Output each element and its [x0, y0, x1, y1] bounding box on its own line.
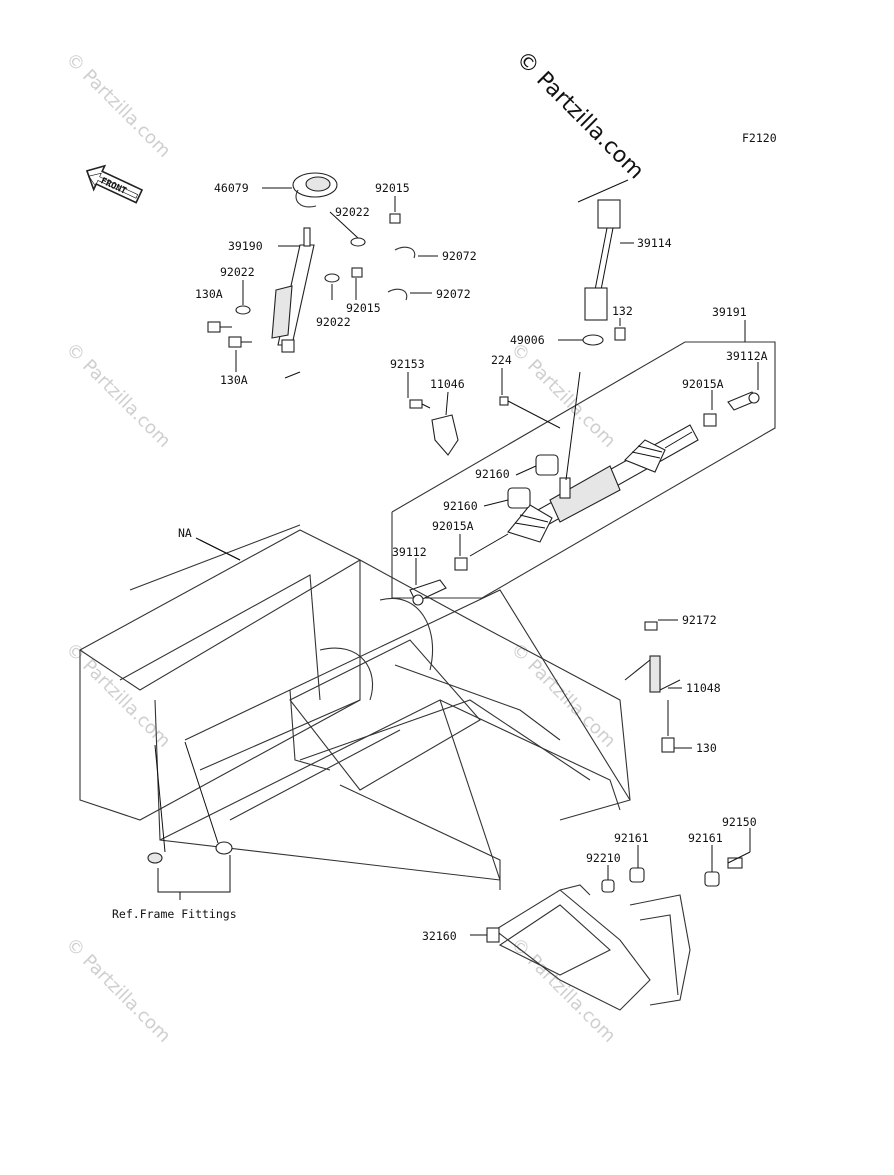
- watermark-faint: © Partzilla.com: [61, 49, 174, 162]
- label-46079: 46079: [214, 181, 249, 195]
- label-49006: 49006: [510, 333, 545, 347]
- watermark-main: © Partzilla.com: [511, 47, 649, 185]
- part-labels: 46079 39190 92022 92015 92072 92072 9202…: [112, 181, 768, 943]
- steering-column-group: [207, 172, 416, 379]
- label-224: 224: [491, 353, 512, 367]
- label-39190: 39190: [228, 239, 263, 253]
- label-92015A: 92015A: [432, 519, 474, 533]
- intermediate-shaft-group: [577, 179, 629, 346]
- label-92015A: 92015A: [682, 377, 724, 391]
- label-132: 132: [612, 304, 633, 318]
- label-92161: 92161: [688, 831, 723, 845]
- label-92160: 92160: [475, 467, 510, 481]
- label-92150: 92150: [722, 815, 757, 829]
- watermark-faint: © Partzilla.com: [506, 934, 619, 1047]
- watermark-faint: © Partzilla.com: [506, 639, 619, 752]
- label-39191: 39191: [712, 305, 747, 319]
- upper-universal-joint: [597, 199, 621, 229]
- diagram-code: F2120: [742, 131, 777, 145]
- watermark-faint: © Partzilla.com: [506, 339, 619, 452]
- label-130A: 130A: [195, 287, 223, 301]
- label-92172: 92172: [682, 613, 717, 627]
- label-92022: 92022: [335, 205, 370, 219]
- label-92153: 92153: [390, 357, 425, 371]
- watermark-faint: © Partzilla.com: [61, 339, 174, 452]
- label-39114: 39114: [637, 236, 672, 250]
- label-92072: 92072: [442, 249, 477, 263]
- label-92015: 92015: [346, 301, 381, 315]
- label-92022: 92022: [316, 315, 351, 329]
- bracket-group: [624, 621, 681, 753]
- label-130: 130: [696, 741, 717, 755]
- label-NA: NA: [178, 526, 192, 540]
- label-92072: 92072: [436, 287, 471, 301]
- label-39112: 39112: [392, 545, 427, 559]
- watermark-faint: © Partzilla.com: [61, 934, 174, 1047]
- watermark-faint: © Partzilla.com: [61, 639, 174, 752]
- label-92022: 92022: [220, 265, 255, 279]
- label-ref-frame-fittings: Ref.Frame Fittings: [112, 907, 237, 921]
- label-92210: 92210: [586, 851, 621, 865]
- watermark-group: © Partzilla.com © Partzilla.com © Partzi…: [61, 49, 619, 1047]
- leader-lines: [195, 187, 759, 936]
- label-92160: 92160: [443, 499, 478, 513]
- label-32160: 32160: [422, 929, 457, 943]
- front-guard-group: [486, 851, 751, 1011]
- label-130A: 130A: [220, 373, 248, 387]
- label-39112A: 39112A: [726, 349, 768, 363]
- label-11046: 11046: [430, 377, 465, 391]
- lower-universal-joint: [584, 287, 608, 321]
- frame-group: [79, 524, 631, 900]
- label-92015: 92015: [375, 181, 410, 195]
- label-92161: 92161: [614, 831, 649, 845]
- label-11048: 11048: [686, 681, 721, 695]
- front-arrow-icon: FRONT: [85, 164, 144, 204]
